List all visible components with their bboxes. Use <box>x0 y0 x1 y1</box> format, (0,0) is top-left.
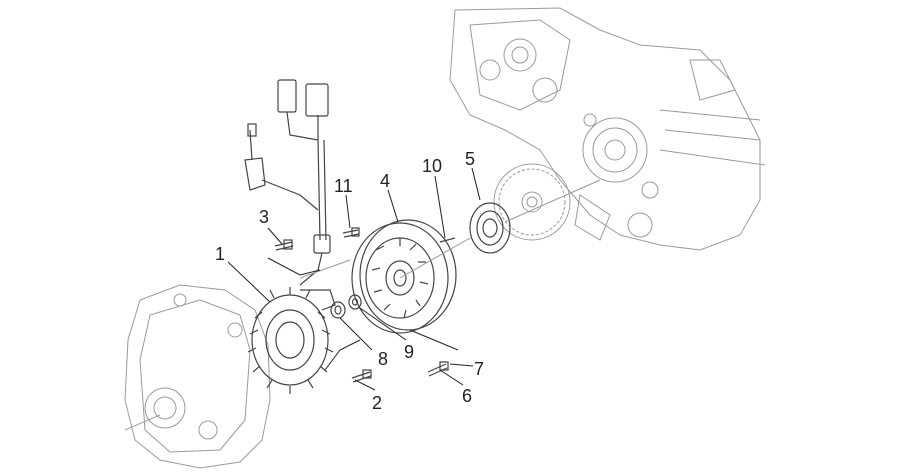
starter-gear <box>493 163 571 241</box>
callout-5: 5 <box>465 149 475 169</box>
callout-8: 8 <box>378 349 388 369</box>
callout-11: 11 <box>334 176 353 196</box>
small-hardware <box>274 227 456 383</box>
flywheel-rotor <box>351 219 457 334</box>
wiring-harness <box>244 79 331 286</box>
stator <box>247 287 336 394</box>
callout-3: 3 <box>259 207 269 227</box>
engine-crankcase <box>449 7 766 251</box>
callout-10: 10 <box>422 156 442 176</box>
callout-9: 9 <box>404 342 414 362</box>
assembly-axis-lines <box>124 179 601 431</box>
left-cover <box>124 284 271 469</box>
bearing <box>469 202 511 254</box>
callouts: 1 2 3 4 5 6 7 8 9 10 11 <box>215 149 484 413</box>
callout-6: 6 <box>462 386 472 406</box>
callout-1: 1 <box>215 244 225 264</box>
leader-lines <box>227 167 481 391</box>
callout-7: 7 <box>474 359 484 379</box>
callout-4: 4 <box>380 171 390 191</box>
callout-2: 2 <box>372 393 382 413</box>
